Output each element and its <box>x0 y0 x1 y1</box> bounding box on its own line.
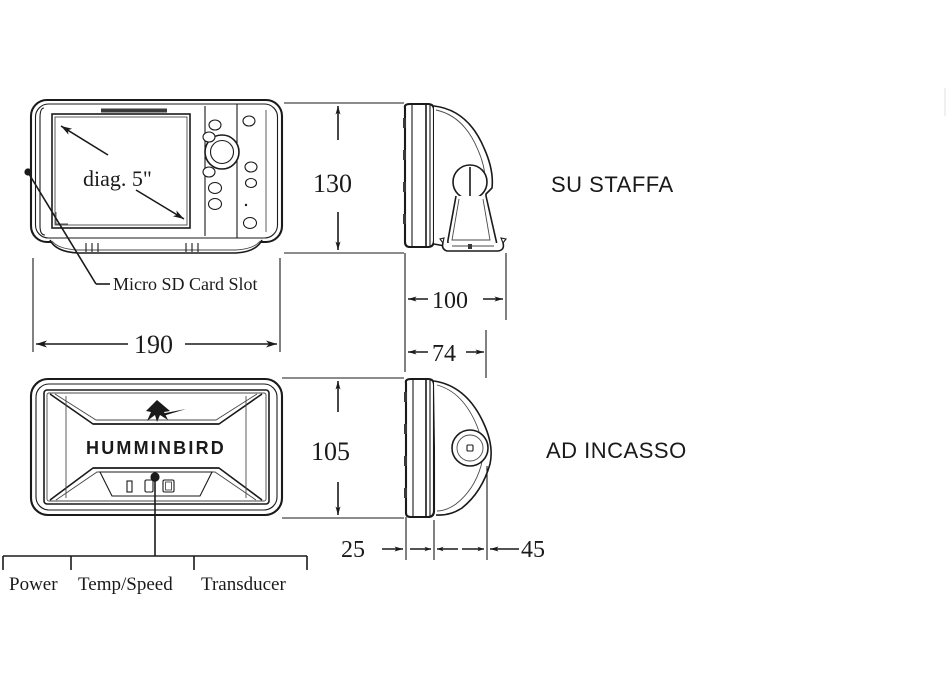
dim-label-front-clearance: 45 <box>521 537 545 563</box>
keypad-button-l4[interactable] <box>207 181 223 195</box>
bracket-foot-screw <box>468 244 472 249</box>
dimension-width-190: 190 <box>32 258 281 359</box>
side-flush-view-group <box>404 377 492 519</box>
sd-callout-origin-dot <box>24 168 32 176</box>
front-bottom-lip <box>49 239 263 254</box>
keypad-button-r1[interactable] <box>242 115 256 127</box>
bracket-stand-arm-inner <box>451 198 491 241</box>
dim-label-depth-bracket: 100 <box>432 288 468 314</box>
port-label-bracket: Power Temp/Speed Transducer <box>2 555 308 595</box>
keypad-button-l5[interactable] <box>207 197 223 211</box>
humminbird-wordmark: HUMMINBIRD <box>86 438 226 458</box>
view-title-flush: AD INCASSO <box>546 438 687 463</box>
dimension-height-105: 105 <box>282 377 404 519</box>
keypad-button-l3[interactable] <box>202 166 216 178</box>
screen-diagonal-label: diag. 5" <box>83 166 152 191</box>
bracket-tab-left <box>439 237 445 245</box>
dimension-clearances: 25 45 <box>341 466 545 563</box>
dim-label-height-bracket: 130 <box>313 169 352 198</box>
dim-label-height-flush: 105 <box>311 437 350 466</box>
dim-label-width: 190 <box>134 330 173 359</box>
view-title-bracket: SU STAFFA <box>551 172 674 197</box>
port-label-power: Power <box>9 574 58 595</box>
keypad-button-l1[interactable] <box>208 119 222 131</box>
edge-artifact-mark <box>944 88 946 116</box>
keypad-button-r3[interactable] <box>244 177 258 189</box>
flush-edge-ticks <box>404 392 407 498</box>
sd-slot-label: Micro SD Card Slot <box>113 274 258 294</box>
flush-rear-housing-inner <box>436 384 484 512</box>
port-transducer-inner <box>165 481 172 491</box>
dimension-depth-100: 100 <box>404 253 507 372</box>
port-label-transducer: Transducer <box>201 574 286 595</box>
flush-pivot-screw <box>466 444 474 452</box>
sd-slot-marks <box>85 243 199 252</box>
rear-rib-upper-inner <box>54 393 258 421</box>
keypad-button-r2[interactable] <box>244 161 258 173</box>
front-bottom-lip-inner <box>51 240 261 251</box>
front-left-rim <box>39 107 46 236</box>
keypad-button-l2[interactable] <box>202 131 216 143</box>
dimension-depth-74: 74 <box>408 330 487 378</box>
port-temp-speed[interactable] <box>144 479 154 493</box>
dim-label-depth-flush: 74 <box>432 341 456 367</box>
humminbird-bird-icon <box>146 400 186 422</box>
keypad-indicator-dot <box>244 203 248 207</box>
port-label-temp-speed: Temp/Speed <box>78 574 173 595</box>
sd-callout-leader <box>28 173 97 285</box>
dimension-height-130: 130 <box>284 102 404 254</box>
bracket-tab-right <box>500 237 507 245</box>
rear-view-group: HUMMINBIRD <box>29 377 284 556</box>
side-bracket-view-group <box>403 102 507 252</box>
port-power[interactable] <box>126 480 133 493</box>
front-view-group: diag. 5" <box>24 98 284 294</box>
control-dial-inner[interactable] <box>209 139 235 165</box>
dim-label-rear-clearance: 25 <box>341 537 365 563</box>
front-screen-corner-mark <box>55 212 68 225</box>
screen-diagonal-arrow-upper <box>60 125 109 156</box>
screen-diagonal-arrow-lower <box>135 189 185 220</box>
connector-callout-dot <box>150 472 160 482</box>
bracket-foot <box>441 242 505 252</box>
keypad-button-r4[interactable] <box>242 216 258 230</box>
bracket-edge-ticks <box>403 118 406 224</box>
front-top-brandmark <box>101 108 167 113</box>
